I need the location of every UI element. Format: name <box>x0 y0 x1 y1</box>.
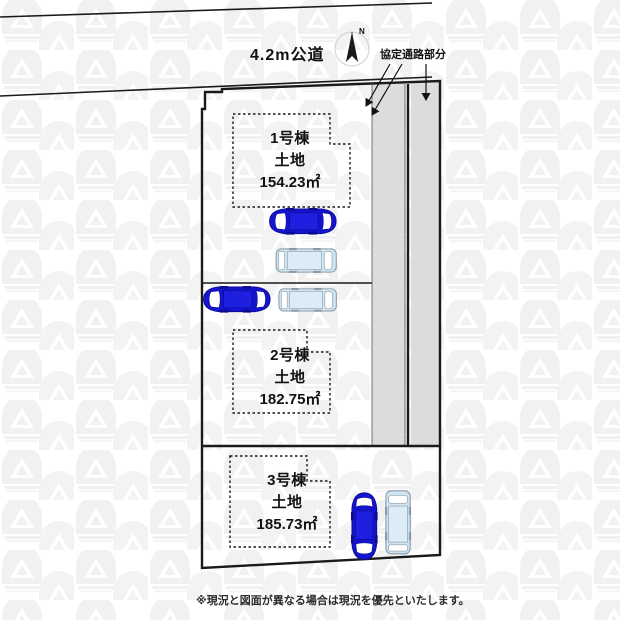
lot-2-kind: 土地 <box>274 368 306 386</box>
car-lot1-van <box>275 247 337 274</box>
lot-3-area: 185.73㎡ <box>256 515 318 533</box>
car-lot1-sedan <box>269 207 337 236</box>
corridor-leader-arrows <box>365 63 431 116</box>
road-lines <box>0 2 433 97</box>
car-lot2-van <box>278 287 337 313</box>
road-label: 4.2m公道 <box>250 47 325 64</box>
lot-3-kind: 土地 <box>271 493 303 511</box>
car-lot2-sedan <box>203 285 271 314</box>
agreed-corridor-areas <box>372 81 440 445</box>
lot-2-area: 182.75㎡ <box>259 390 321 408</box>
lot-1-name: 1号棟 <box>270 130 310 147</box>
car-lot3-sedan <box>350 492 379 560</box>
lot-label-2: 2号棟 土地 182.75㎡ <box>232 345 348 410</box>
compass-rose <box>334 31 370 67</box>
lot-1-area: 154.23㎡ <box>259 173 321 191</box>
lot-2-name: 2号棟 <box>270 347 310 364</box>
compass-north-label: N <box>359 27 366 36</box>
car-lot3-van <box>384 490 412 555</box>
lot-label-3: 3号棟 土地 185.73㎡ <box>229 470 345 535</box>
lot-3-name: 3号棟 <box>267 472 307 489</box>
agreed-corridor-label: 協定通路部分 <box>380 49 446 61</box>
lot-label-1: 1号棟 土地 154.23㎡ <box>232 128 348 193</box>
lot-1-kind: 土地 <box>274 151 306 169</box>
corridor-edge-lines <box>371 84 406 445</box>
disclaimer-note: ※現況と図面が異なる場合は現況を優先といたします。 <box>196 595 470 607</box>
